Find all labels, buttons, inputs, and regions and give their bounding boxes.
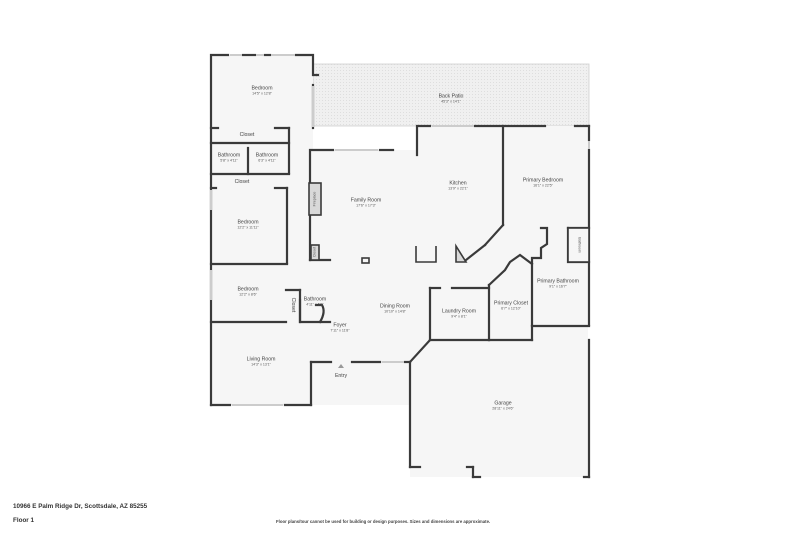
room-bedroom-top: Bedroom 14'5" x 12'8" xyxy=(251,85,273,96)
room-back-patio: Back Patio 45'3" x 14'1" xyxy=(438,93,464,104)
room-kitchen: Kitchen 13'9" x 22'1" xyxy=(448,180,468,191)
fixtures xyxy=(308,182,590,264)
room-foyer: Foyer 7'11" x 11'8" xyxy=(330,322,350,333)
room-bathroom-half: Bathroom 4'11" x 5'3" xyxy=(303,296,327,307)
room-closet-small: Closet xyxy=(290,297,296,313)
room-family-room: Family Room 17'6" x 17'3" xyxy=(350,197,382,208)
room-laundry-room: Laundry Room 9'4" x 8'1" xyxy=(441,308,477,319)
room-primary-closet: Primary Closet 6'7" x 12'10" xyxy=(493,300,529,311)
room-bathroom-b: Bathroom 6'3" x 4'11" xyxy=(255,152,279,163)
room-closet-top: Closet xyxy=(239,132,255,138)
room-primary-bathroom: Primary Bathroom 9'1" x 16'7" xyxy=(537,278,579,289)
room-primary-bedroom: Primary Bedroom 16'1" x 22'5" xyxy=(522,177,564,188)
back-patio-area xyxy=(312,63,590,127)
room-bathroom-a: Bathroom 5'8" x 4'11" xyxy=(217,152,241,163)
disclaimer: Floor plans/tour cannot be used for buil… xyxy=(276,519,491,524)
room-fireplace: Fireplace xyxy=(312,191,317,207)
entry-arrow-icon xyxy=(338,364,344,368)
room-closet-mid: Closet xyxy=(234,179,250,185)
property-address: 10966 E Palm Ridge Dr, Scottsdale, AZ 85… xyxy=(13,503,148,510)
room-bedroom-low: Bedroom 12'2" x 8'6" xyxy=(237,286,259,297)
floor-label: Floor 1 xyxy=(13,517,34,524)
room-bathroom-primary-wc: Bathroom xyxy=(577,237,582,253)
room-living-room: Living Room 14'3" x 13'1" xyxy=(246,356,276,367)
room-garage: Garage 28'11" x 24'6" xyxy=(492,400,514,411)
windows xyxy=(210,54,590,406)
room-dining-room: Dining Room 10'10" x 14'8" xyxy=(380,303,410,314)
room-entry: Entry xyxy=(334,373,348,379)
room-bedroom-mid: Bedroom 12'2" x 11'11" xyxy=(237,219,259,230)
fireplace-block xyxy=(308,182,322,216)
room-closet-family: Closet xyxy=(312,246,317,258)
